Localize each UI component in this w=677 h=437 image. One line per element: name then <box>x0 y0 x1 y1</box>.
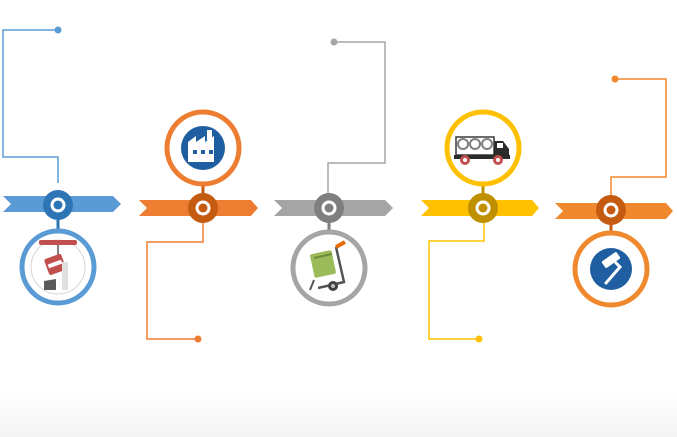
step-3-callout-dot <box>330 38 338 46</box>
paint-bucket-crane-icon <box>30 239 86 295</box>
step-5 <box>555 75 673 308</box>
step-2-node-hub <box>198 203 208 213</box>
step-4 <box>421 109 539 343</box>
step-2-callout-dot <box>194 335 202 343</box>
step-2 <box>139 109 258 343</box>
step-1-callout-line <box>2 29 59 183</box>
step-1-callout-dot <box>54 26 62 34</box>
hand-truck-box-icon <box>309 240 346 291</box>
paint-roller-icon <box>590 248 632 290</box>
step-4-callout-dot <box>475 335 483 343</box>
step-5-callout-dot <box>611 75 619 83</box>
bottom-shadow <box>0 395 677 437</box>
step-3 <box>274 38 393 307</box>
step-1 <box>2 26 121 306</box>
step-3-callout-line <box>327 41 386 195</box>
step-4-callout-line <box>428 222 485 340</box>
step-4-node-hub <box>478 203 488 213</box>
step-5-callout-line <box>610 78 667 196</box>
step-3-node-hub <box>324 203 334 213</box>
factory-icon <box>181 126 225 170</box>
step-5-node-hub <box>606 205 616 215</box>
step-2-callout-line <box>146 222 204 340</box>
delivery-truck-icon <box>454 136 510 165</box>
step-1-node-hub <box>53 200 63 210</box>
